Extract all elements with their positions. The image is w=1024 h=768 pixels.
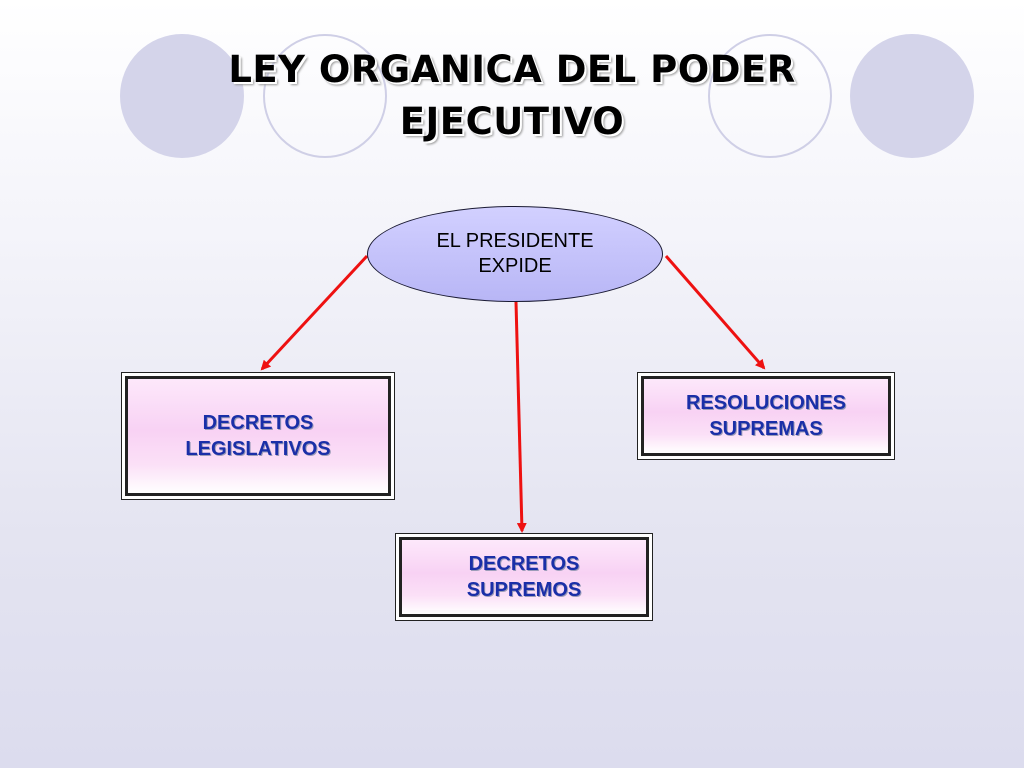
- arrow-to-decretos-legislativos: [260, 254, 369, 371]
- node-decretos-legislativos: DECRETOS LEGISLATIVOS: [121, 372, 395, 500]
- node-left-inner: DECRETOS LEGISLATIVOS: [125, 376, 391, 496]
- decor-circle-1: [120, 34, 244, 158]
- node-el-presidente-expide: EL PRESIDENTE EXPIDE: [367, 206, 663, 302]
- node-decretos-supremos: DECRETOS SUPREMOS: [395, 533, 653, 621]
- slide-title-line-1: LEY ORGANICA DEL PODER: [228, 48, 796, 91]
- arrow-to-resoluciones-supremas: [664, 255, 766, 370]
- node-center-line-1: EL PRESIDENTE: [436, 230, 594, 252]
- node-resoluciones-supremas: RESOLUCIONES SUPREMAS: [637, 372, 895, 460]
- decor-circle-4: [850, 34, 974, 158]
- node-center-line-2: EXPIDE: [478, 255, 552, 277]
- node-bottom-inner: DECRETOS SUPREMOS: [399, 537, 649, 617]
- arrow-to-decretos-supremos: [514, 301, 527, 533]
- slide-title: LEY ORGANICA DEL PODER EJECUTIVO: [112, 44, 912, 148]
- node-left-line-2: LEGISLATIVOS: [185, 438, 331, 460]
- node-right-line-1: RESOLUCIONES: [685, 392, 847, 414]
- node-right-inner: RESOLUCIONES SUPREMAS: [641, 376, 891, 456]
- decor-circle-2: [263, 34, 387, 158]
- decor-circle-3: [708, 34, 832, 158]
- node-bottom-line-1: DECRETOS: [468, 553, 580, 575]
- node-bottom-line-2: SUPREMOS: [466, 579, 582, 601]
- slide-title-line-2: EJECUTIVO: [399, 100, 625, 143]
- node-left-line-1: DECRETOS: [202, 412, 314, 434]
- node-right-line-2: SUPREMAS: [709, 418, 823, 440]
